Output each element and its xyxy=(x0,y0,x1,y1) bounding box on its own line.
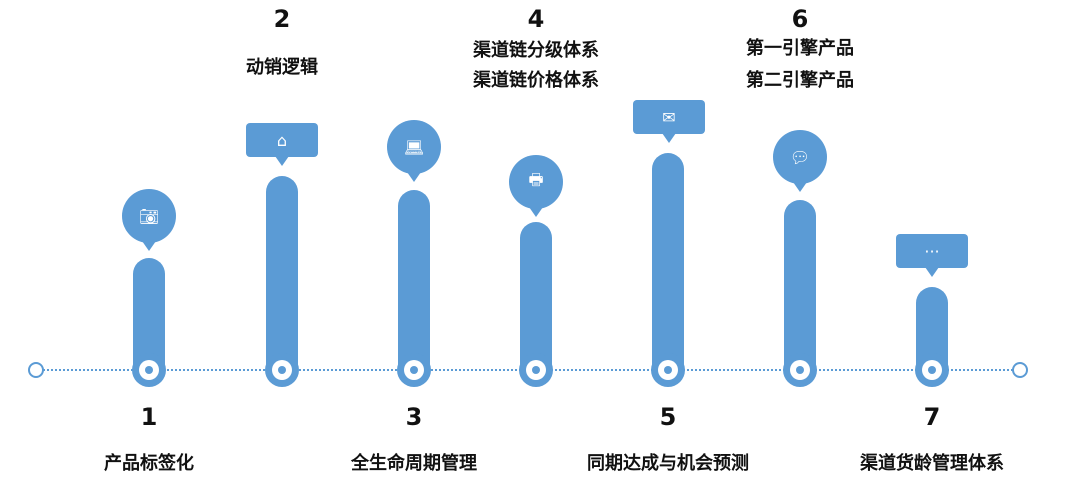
step-4-number: 4 xyxy=(527,5,545,33)
step-7-node xyxy=(915,353,949,387)
printer-icon: 🖶︎ xyxy=(509,155,563,209)
step-6-number: 6 xyxy=(791,5,809,33)
bubble-tail xyxy=(529,207,543,217)
step-1-node xyxy=(132,353,166,387)
step-4-label-1: 渠道链分级体系 xyxy=(473,40,599,61)
camera-icon: 📷︎ xyxy=(122,189,176,243)
step-6-label-1: 第一引擎产品 xyxy=(746,38,854,59)
step-3-pillar xyxy=(398,190,430,370)
step-1-pillar xyxy=(133,258,165,370)
step-5-number: 5 xyxy=(659,403,677,431)
step-3-label: 全生命周期管理 xyxy=(351,453,477,474)
step-5-pillar xyxy=(652,153,684,370)
step-4-pillar xyxy=(520,222,552,370)
step-3-node xyxy=(397,353,431,387)
bubble-tail xyxy=(275,156,289,166)
laptop-icon: 💻︎ xyxy=(387,120,441,174)
step-1-number: 1 xyxy=(140,403,158,431)
bubble-tail xyxy=(142,241,156,251)
bubble-tail xyxy=(662,133,676,143)
step-7-label: 渠道货龄管理体系 xyxy=(860,453,1004,474)
wechat-icon: 💬︎ xyxy=(773,130,827,184)
step-7-number: 7 xyxy=(923,403,941,431)
bubble-tail xyxy=(925,267,939,277)
step-2-label: 动销逻辑 xyxy=(246,57,318,78)
timeline-end-marker xyxy=(1012,362,1028,378)
step-3-number: 3 xyxy=(405,403,423,431)
step-6-label-2: 第二引擎产品 xyxy=(746,70,854,91)
step-5-label: 同期达成与机会预测 xyxy=(587,453,749,474)
step-6-node xyxy=(783,353,817,387)
chat-icon: ··· xyxy=(896,234,968,268)
step-2-node xyxy=(265,353,299,387)
step-6-pillar xyxy=(784,200,816,370)
step-2-pillar xyxy=(266,176,298,370)
home-icon: ⌂ xyxy=(246,123,318,157)
bubble-tail xyxy=(407,172,421,182)
step-1-label: 产品标签化 xyxy=(104,453,194,474)
timeline-start-marker xyxy=(28,362,44,378)
mail-icon: ✉ xyxy=(633,100,705,134)
step-4-label-2: 渠道链价格体系 xyxy=(473,70,599,91)
bubble-tail xyxy=(793,182,807,192)
step-2-number: 2 xyxy=(273,5,291,33)
step-4-node xyxy=(519,353,553,387)
step-5-node xyxy=(651,353,685,387)
